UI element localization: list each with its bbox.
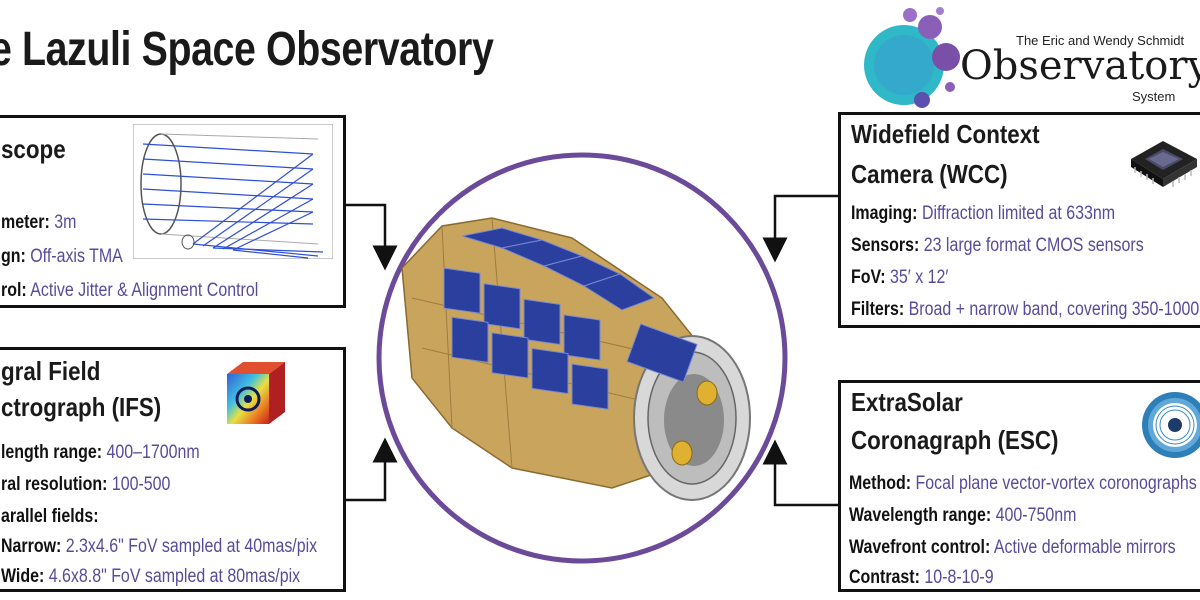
telescope-header: scope	[1, 134, 66, 164]
cmos-chip-icon	[1131, 141, 1197, 187]
spectral-cube-icon	[227, 362, 285, 424]
logo-sub: System	[1132, 89, 1176, 104]
esc-row-wavefront: Wavefront control: Active deformable mir…	[849, 537, 1176, 558]
ifs-panel: gral Field ctrograph (IFS) length range:…	[0, 347, 346, 592]
telescope-optics-diagram	[133, 124, 333, 259]
coronagraph-mask-icon	[1142, 392, 1200, 458]
wcc-row-imaging: Imaging: Diffraction limited at 633nm	[851, 203, 1116, 224]
ifs-header-line2: ctrograph (IFS)	[1, 392, 162, 422]
ifs-header-line1: gral Field	[1, 356, 101, 386]
esc-row-method: Method: Focal plane vector-vortex corono…	[849, 473, 1197, 494]
telescope-row-control: rol: Active Jitter & Alignment Control	[1, 280, 259, 301]
wcc-row-fov: FoV: 35′ x 12′	[851, 267, 949, 288]
esc-header-line2: Coronagraph (ESC)	[851, 425, 1059, 455]
wcc-panel: Widefield Context Camera (WCC) Imaging: …	[838, 112, 1200, 328]
page-title: e Lazuli Space Observatory	[0, 23, 494, 76]
esc-row-wavelength: Wavelength range: 400-750nm	[849, 505, 1077, 526]
esc-row-contrast: Contrast: 10-8-10-9	[849, 567, 994, 588]
ifs-row-narrow: Narrow: 2.3x4.6" FoV sampled at 40mas/pi…	[1, 536, 318, 557]
wcc-row-sensors: Sensors: 23 large format CMOS sensors	[851, 235, 1144, 256]
ifs-row-wavelength: length range: 400–1700nm	[1, 442, 200, 463]
ifs-row-fields: arallel fields:	[1, 506, 99, 527]
ifs-row-wide: Wide: 4.6x8.8" FoV sampled at 80mas/pix	[1, 566, 301, 587]
telescope-panel: scope meter: 3m gn: Off-axis TMA rol: Ac…	[0, 115, 346, 308]
wcc-header-line1: Widefield Context	[851, 119, 1040, 149]
observatory-logo: The Eric and Wendy Schmidt Observatory S…	[860, 5, 1200, 115]
logo-word: Observatory	[960, 43, 1200, 89]
wcc-header-line2: Camera (WCC)	[851, 159, 1008, 189]
telescope-row-design: gn: Off-axis TMA	[1, 246, 123, 267]
logo-bubbles-icon	[864, 7, 960, 108]
spacecraft-illustration	[376, 152, 788, 564]
esc-panel: ExtraSolar Coronagraph (ESC) Method: Foc…	[838, 380, 1200, 592]
wcc-row-filters: Filters: Broad + narrow band, covering 3…	[851, 299, 1200, 320]
logo-tagline: The Eric and Wendy Schmidt	[1016, 33, 1185, 48]
ifs-row-resolution: ral resolution: 100-500	[1, 474, 171, 495]
esc-header-line1: ExtraSolar	[851, 387, 963, 417]
telescope-row-diameter: meter: 3m	[1, 212, 77, 233]
